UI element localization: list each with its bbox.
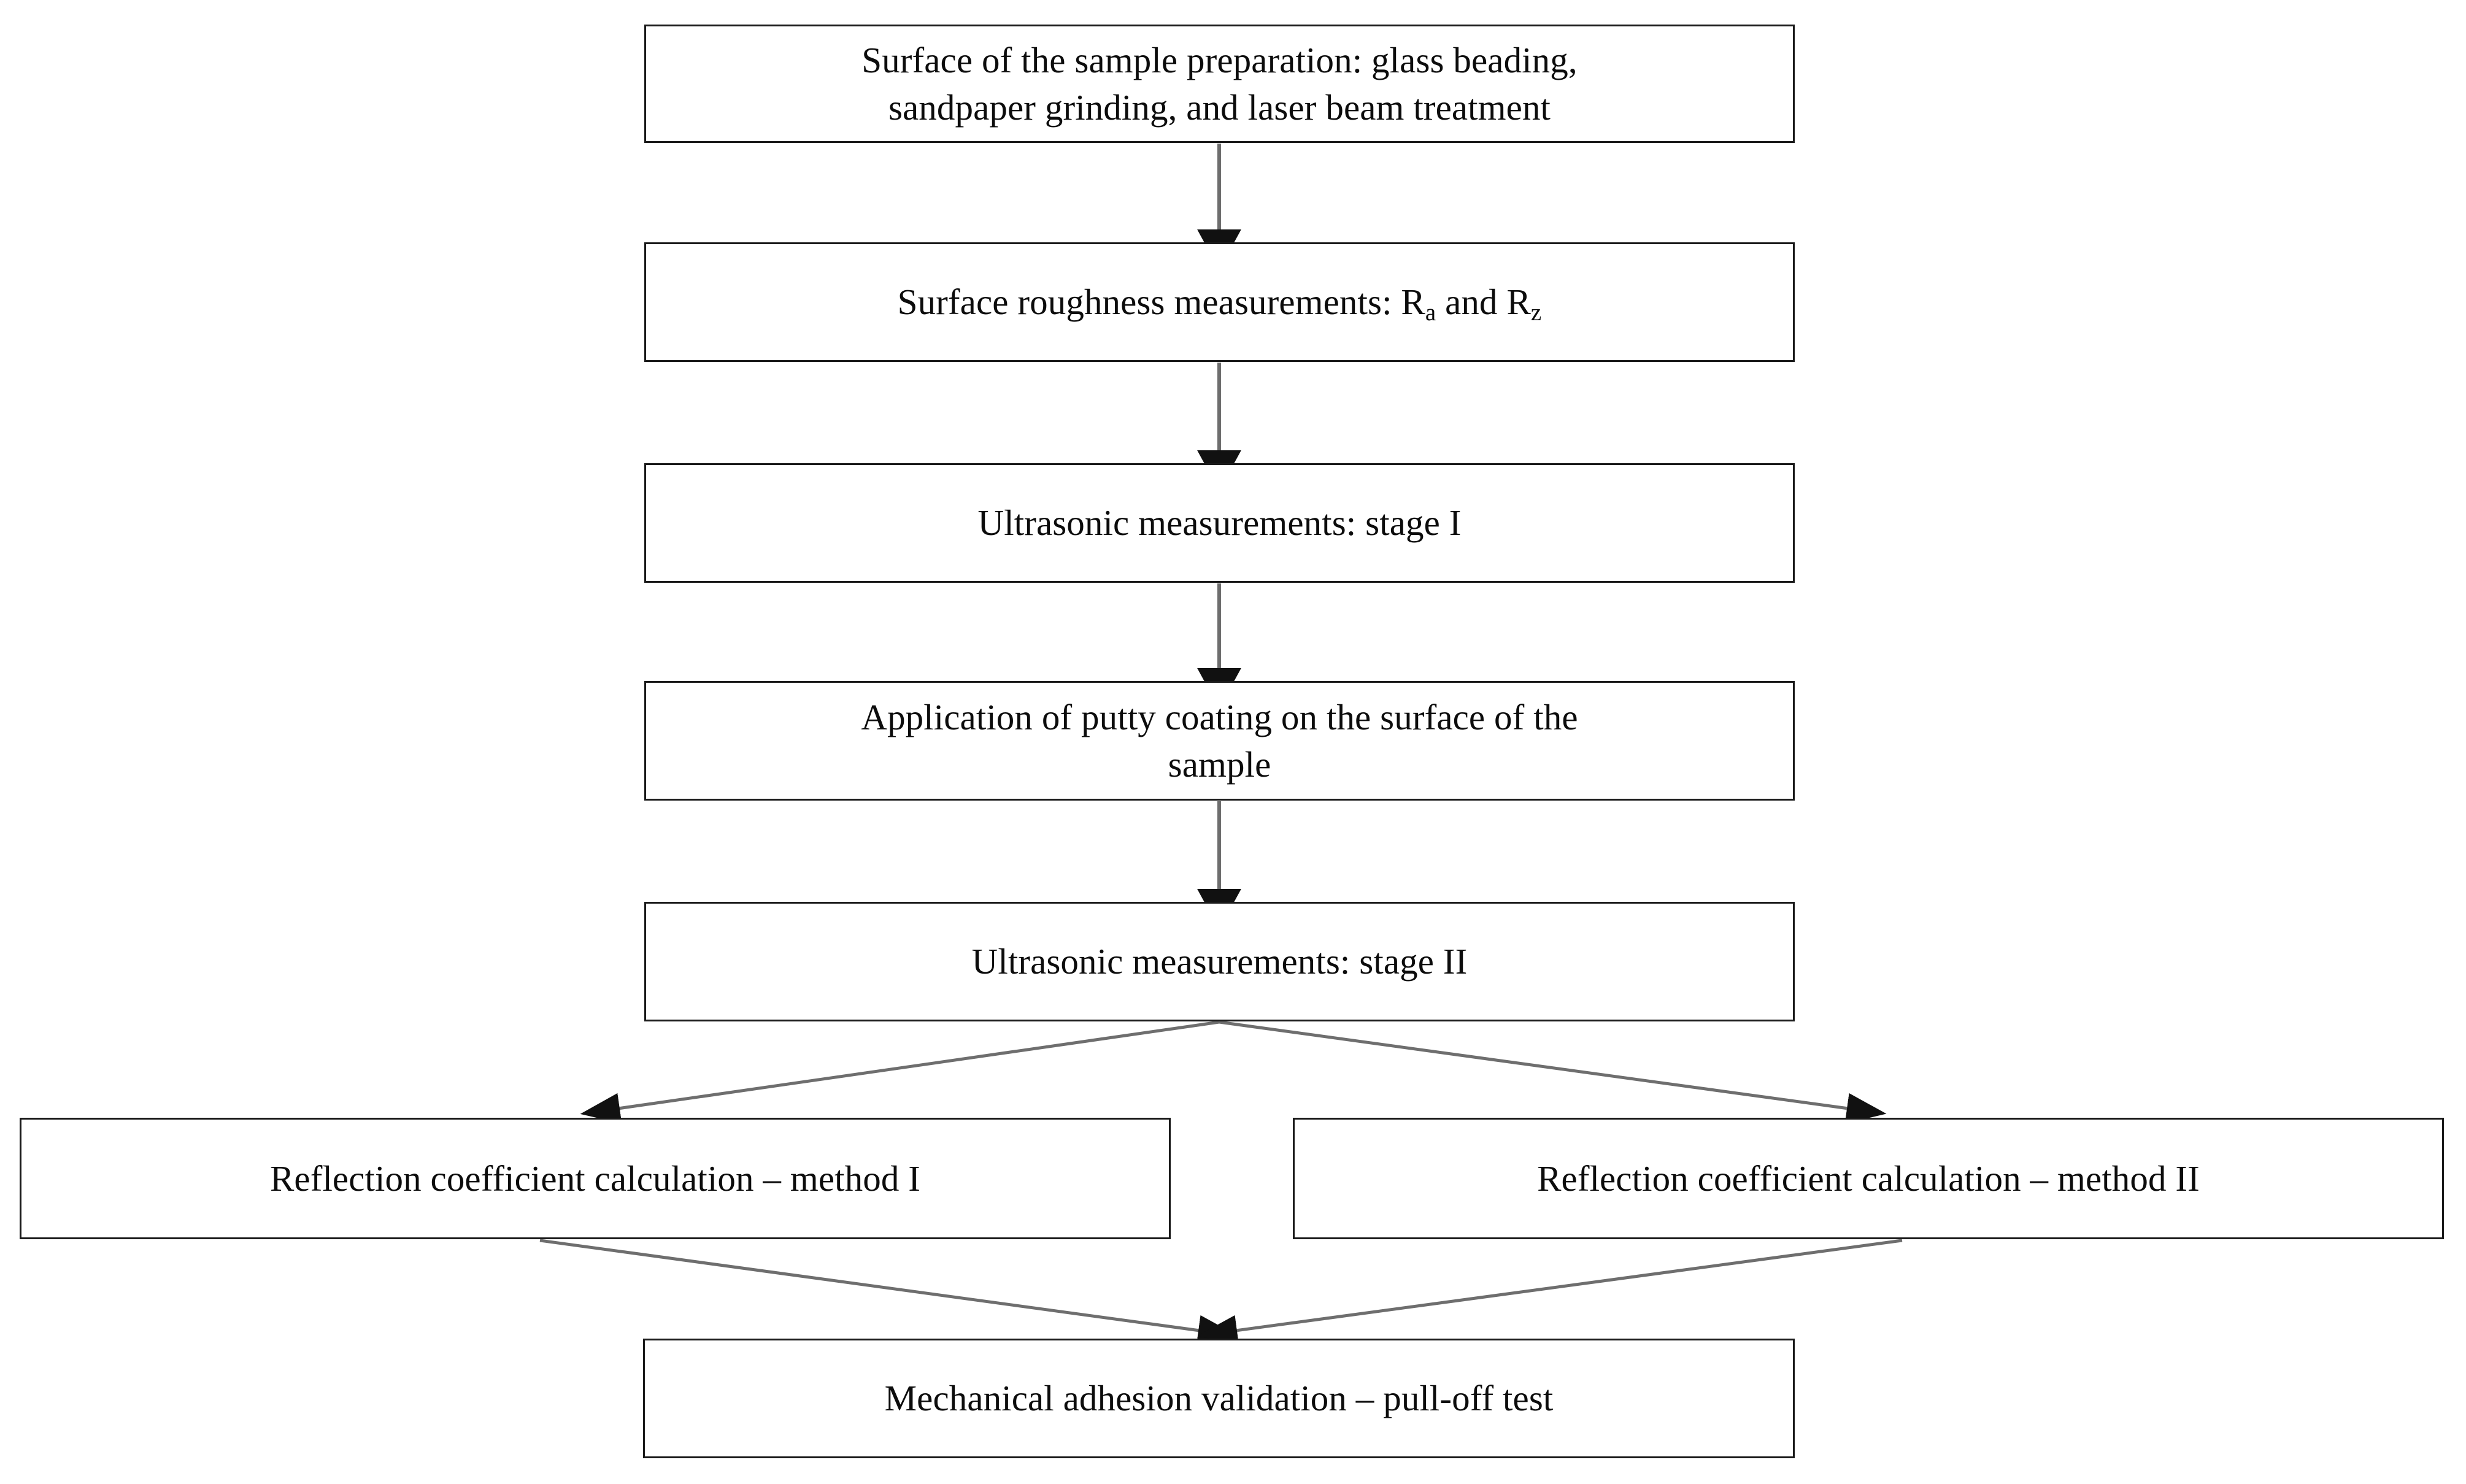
node-reflection-method-2[interactable]: Reflection coefficient calculation – met… — [1293, 1118, 2444, 1239]
edge-method1-to-pulloff — [539, 1239, 1238, 1346]
node-ultrasonic-stage-2[interactable]: Ultrasonic measurements: stage II — [644, 902, 1795, 1021]
node-pull-off-test[interactable]: Mechanical adhesion validation – pull-of… — [643, 1339, 1795, 1458]
node-roughness-measurements[interactable]: Surface roughness measurements: Ra and R… — [644, 242, 1795, 362]
roughness-subscript-z: z — [1530, 299, 1542, 326]
node-reflection-method-1-label: Reflection coefficient calculation – met… — [269, 1158, 921, 1199]
putty-line-1: Application of putty coating on the surf… — [861, 696, 1578, 737]
edge-us2-to-method1 — [580, 1020, 1220, 1124]
node-reflection-method-1[interactable]: Reflection coefficient calculation – met… — [20, 1118, 1171, 1239]
roughness-text-middle: and R — [1436, 282, 1531, 323]
edge-us2-to-method2 — [1219, 1020, 1887, 1124]
node-putty-application-label: Application of putty coating on the surf… — [662, 694, 1777, 788]
edge-method2-to-pulloff — [1197, 1239, 1903, 1346]
node-ultrasonic-stage-1[interactable]: Ultrasonic measurements: stage I — [644, 463, 1795, 583]
node-ultrasonic-stage-2-label: Ultrasonic measurements: stage II — [971, 941, 1468, 982]
roughness-subscript-a: a — [1425, 299, 1436, 326]
node-surface-preparation[interactable]: Surface of the sample preparation: glass… — [644, 25, 1795, 143]
node-pull-off-test-label: Mechanical adhesion validation – pull-of… — [884, 1378, 1554, 1419]
node-ultrasonic-stage-1-label: Ultrasonic measurements: stage I — [977, 502, 1462, 544]
putty-line-2: sample — [1168, 744, 1271, 785]
node-surface-preparation-label: Surface of the sample preparation: glass… — [861, 39, 1578, 128]
node-putty-application[interactable]: Application of putty coating on the surf… — [644, 681, 1795, 801]
roughness-text-prefix: Surface roughness measurements: R — [897, 282, 1425, 323]
node-roughness-measurements-label: Surface roughness measurements: Ra and R… — [898, 279, 1542, 326]
node-reflection-method-2-label: Reflection coefficient calculation – met… — [1537, 1158, 2200, 1199]
